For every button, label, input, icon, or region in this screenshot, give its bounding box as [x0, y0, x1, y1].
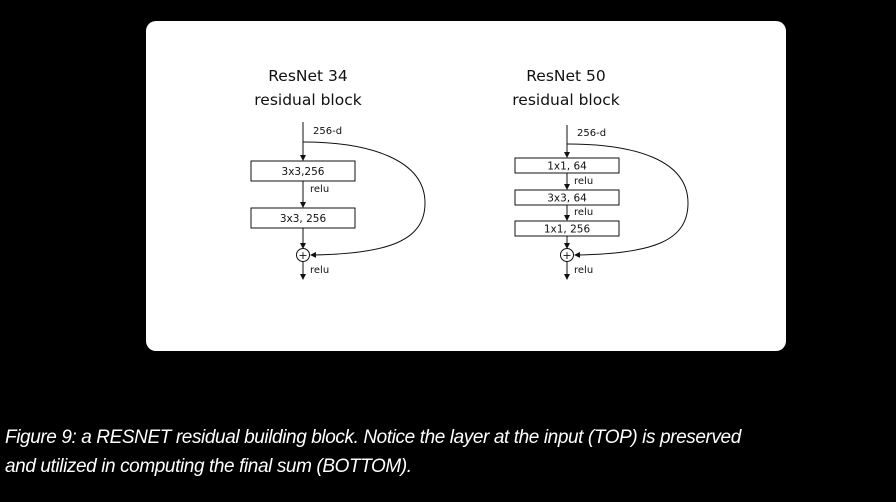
resnet50-title: ResNet 50 residual block	[496, 64, 636, 112]
figure-caption: Figure 9: a RESNET residual building blo…	[5, 423, 895, 481]
resnet50-title-line2: residual block	[512, 91, 620, 109]
resnet34-layer-1-label: 3x3,256	[282, 166, 325, 178]
resnet50-relu-1: relu	[574, 176, 593, 187]
resnet34-plus-icon: +	[298, 249, 307, 262]
resnet50-relu-3: relu	[574, 265, 593, 276]
resnet34-relu-2: relu	[310, 265, 329, 276]
resnet34-skip-connection	[302, 141, 426, 258]
resnet50-block: 256-d 1x1, 64 relu 3x3, 64 relu 1x1, 256…	[514, 125, 689, 280]
resnet50-plus-icon: +	[562, 249, 571, 262]
resnet50-input-label: 256-d	[577, 128, 606, 139]
resnet34-title-line2: residual block	[254, 91, 362, 109]
caption-line-1: Figure 9: a RESNET residual building blo…	[5, 427, 741, 448]
figure-card	[146, 21, 786, 351]
resnet34-sum-node	[296, 248, 310, 262]
resnet34-title: ResNet 34 residual block	[238, 64, 378, 112]
resnet50-layer-1-label: 1x1, 64	[547, 161, 587, 173]
resnet34-title-line1: ResNet 34	[268, 67, 348, 85]
resnet50-sum-node	[560, 248, 574, 262]
resnet50-skip-connection	[566, 143, 689, 258]
resnet34-layer-2-label: 3x3, 256	[280, 213, 327, 225]
resnet50-layer-2-label: 3x3, 64	[547, 193, 587, 205]
resnet50-layer-3-label: 1x1, 256	[544, 224, 591, 236]
resnet34-block: 256-d 3x3,256 relu 3x3, 256 + relu	[250, 122, 426, 280]
resnet50-title-line1: ResNet 50	[526, 67, 606, 85]
caption-line-2: and utilized in computing the final sum …	[5, 456, 412, 477]
resnet50-relu-2: relu	[574, 207, 593, 218]
resnet34-input-label: 256-d	[313, 126, 342, 137]
resnet34-relu-1: relu	[310, 184, 329, 195]
